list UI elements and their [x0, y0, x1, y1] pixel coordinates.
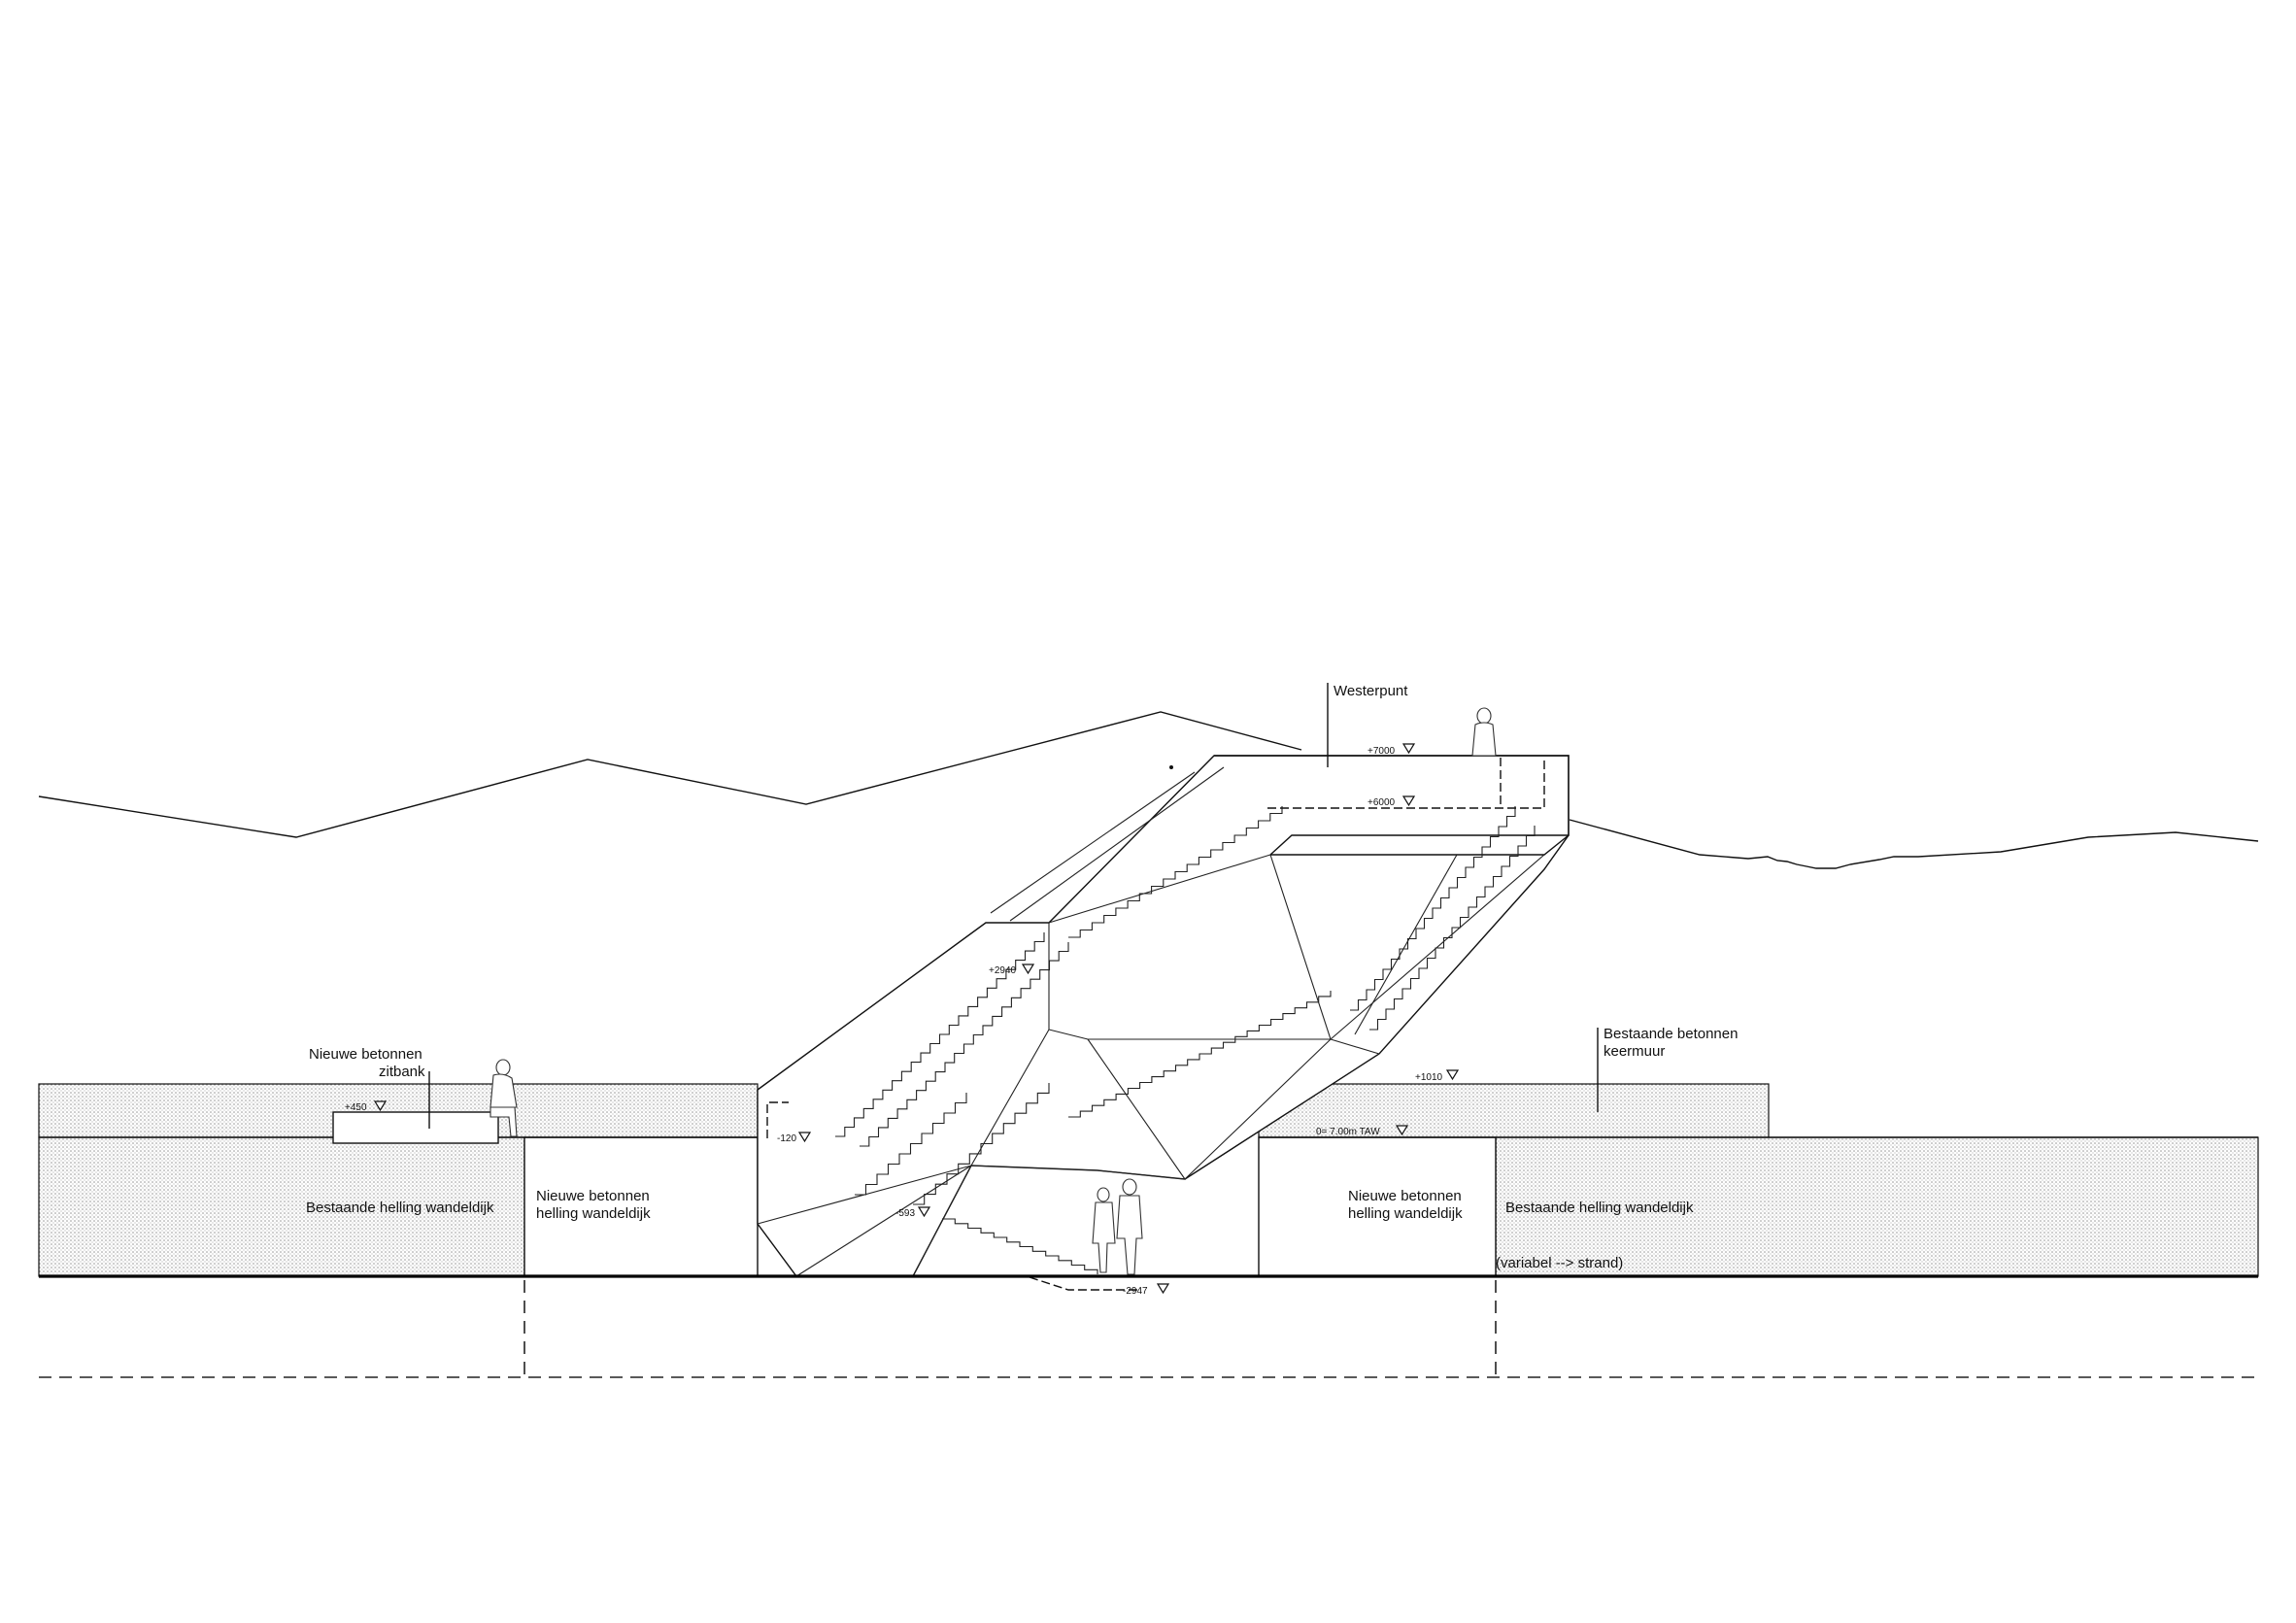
level-lower: -593 [895, 1208, 915, 1219]
label-zitbank-2: zitbank [379, 1064, 425, 1080]
new-slope-left [523, 1136, 759, 1277]
label-bestaande-right: Bestaande helling wandeldijk [1505, 1200, 1694, 1216]
dot-mark [1169, 765, 1173, 769]
fold-lines-e [1330, 854, 1545, 1040]
level-zitbank-triangle [373, 1100, 388, 1112]
level-bottom-triangle [1156, 1283, 1170, 1295]
stair-flight-middle [1068, 806, 1283, 938]
stair-flight-bottom [942, 1218, 1098, 1274]
existing-slope-right [1495, 1136, 2259, 1277]
level-bottom: -2947 [1123, 1286, 1148, 1297]
label-nieuwe-right-2: helling wandeldijk [1348, 1205, 1463, 1222]
level-top: +7000 [1367, 746, 1396, 757]
level-keermuur-triangle [1445, 1069, 1460, 1081]
label-nieuwe-left-1: Nieuwe betonnen [536, 1188, 650, 1204]
upper-terrace-right [1258, 1083, 1770, 1138]
label-zitbank-1: Nieuwe betonnen [309, 1046, 422, 1063]
person-standing-top [1471, 707, 1497, 757]
level-mid: +2940 [989, 965, 1017, 976]
level-zero: 0= 7.00m TAW [1316, 1127, 1380, 1137]
fold-lines-j [1009, 766, 1225, 922]
label-nieuwe-left-2: helling wandeldijk [536, 1205, 651, 1222]
label-variabel: (variabel --> strand) [1496, 1255, 1623, 1271]
dune-skyline [38, 711, 1302, 838]
level-zero-triangle [1395, 1125, 1409, 1136]
hidden-edge-lower [1029, 1276, 1141, 1291]
stair-flight-lower-left-2 [913, 1083, 1050, 1205]
stair-flight-upper-left-2 [860, 942, 1069, 1147]
fold-lines-b [1048, 923, 1331, 1040]
label-keermuur-2: keermuur [1604, 1043, 1665, 1060]
level-top-triangle [1401, 743, 1416, 755]
stair-flights [835, 806, 1536, 1274]
stair-flight-lower-left [855, 1093, 967, 1196]
label-keermuur-1: Bestaande betonnen [1604, 1026, 1738, 1042]
level-upper: +6000 [1367, 797, 1396, 808]
level-upper-triangle [1401, 795, 1416, 807]
hidden-edge-top [1267, 758, 1545, 809]
level-mid-triangle [1021, 964, 1035, 975]
fold-lines-f [1330, 1038, 1380, 1055]
level-markers: +7000 +6000 +2940 +1010 +450 0= 7.00m TA… [345, 743, 1460, 1297]
stair-flight-right [1350, 806, 1516, 1011]
label-bestaande-left: Bestaande helling wandeldijk [306, 1200, 494, 1216]
level-minus120-triangle [797, 1132, 812, 1143]
zitbank-bench [332, 1111, 499, 1144]
stair-sculpture [757, 755, 1570, 1291]
fold-lines-i [990, 771, 1196, 914]
fold-lines-a [1048, 854, 1332, 1180]
level-minus120: -120 [777, 1133, 796, 1144]
label-westerpunt: Westerpunt [1334, 683, 1408, 699]
level-zitbank: +450 [345, 1102, 367, 1113]
ground-layers [38, 1083, 2259, 1277]
person-seated [490, 1059, 518, 1137]
stair-flight-upper-left [835, 932, 1045, 1137]
person-pair-bottom [1092, 1178, 1143, 1275]
stair-flight-right-2 [1369, 826, 1536, 1031]
stair-flight-lower [1068, 991, 1332, 1118]
level-lower-triangle [917, 1206, 931, 1218]
fold-lines-d [1087, 1038, 1187, 1180]
level-keermuur: +1010 [1415, 1072, 1443, 1083]
new-slope-right [1258, 1136, 1497, 1277]
fold-lines-k [1354, 854, 1458, 1035]
label-nieuwe-right-1: Nieuwe betonnen [1348, 1188, 1462, 1204]
dune-skyline-right [1569, 819, 2259, 869]
